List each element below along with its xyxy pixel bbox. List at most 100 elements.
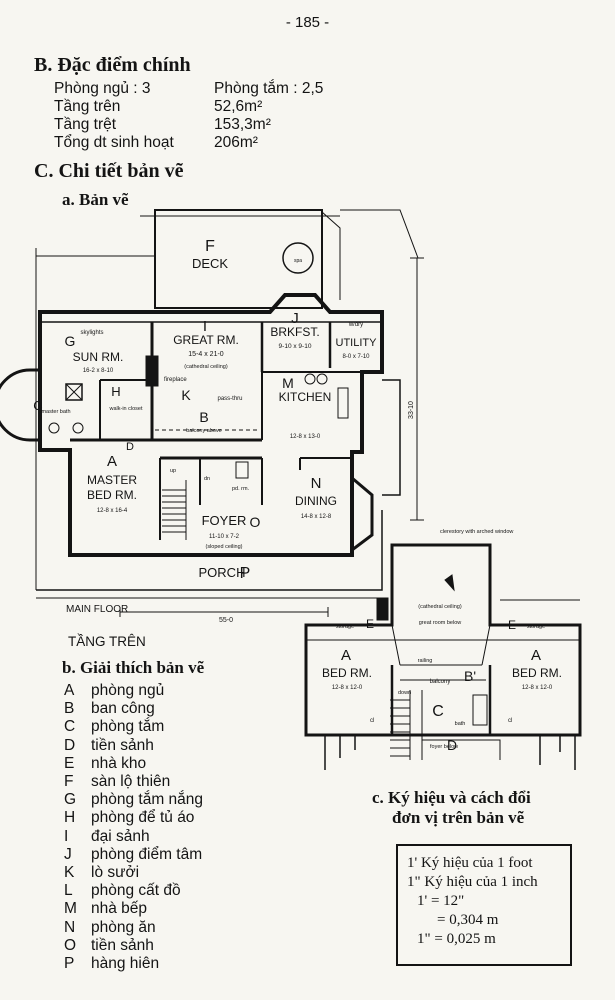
room-name-master: MASTER	[87, 473, 137, 487]
pdr-label: pd. rm.	[232, 486, 250, 492]
upper-fireplace-icon	[376, 597, 389, 621]
dim-depth: 33-10	[408, 401, 415, 419]
spec-label: Tổng dt sinh hoạt	[54, 134, 174, 151]
bed2-name: BED RM.	[512, 666, 562, 680]
room-name-deck: DECK	[192, 256, 228, 271]
units-title-1: c. Ký hiệu và cách đổi	[372, 788, 531, 807]
room-name-sun: SUN RM.	[73, 350, 124, 364]
room-letter-n: N	[311, 475, 322, 492]
fireplace-label: fireplace	[164, 377, 187, 383]
units-line: 1" Ký hiệu của 1 inch	[407, 874, 538, 890]
upper-floor-outline	[304, 543, 582, 737]
room-name-master-2: BED RM.	[87, 488, 137, 502]
room-letter-d-main: D	[126, 441, 134, 453]
stairs-up-label: up	[170, 468, 176, 474]
room-letter-c: C	[33, 398, 42, 413]
units-title-2: đơn vị trên bản vẽ	[392, 808, 525, 827]
room-note-great: (cathedral ceiling)	[184, 364, 228, 370]
upper-cathedral-label: (cathedral ceiling)	[418, 604, 462, 610]
hot-tub-label: spa	[294, 258, 302, 264]
room-letter-h: H	[111, 384, 120, 399]
room-letter-b: B	[199, 409, 208, 425]
main-floor-caption: MAIN FLOOR	[66, 604, 128, 615]
bed2-size: 12-8 x 12-0	[522, 685, 553, 691]
page-number: - 185 -	[285, 14, 330, 31]
walkin-label: walk-in closet	[108, 406, 142, 412]
room-note-foyer: (sloped ceiling)	[206, 544, 243, 550]
bed1-name: BED RM.	[322, 666, 372, 680]
main-floor-labels: F DECK spa I GREAT RM. 15-4 x 21-0 (cath…	[33, 238, 415, 624]
room-letter-j: J	[291, 310, 299, 327]
room-size-foyer: 11-10 x 7-2	[209, 534, 240, 540]
dn-label: dn	[204, 476, 210, 482]
room-name-kitchen: KITCHEN	[279, 390, 332, 404]
room-letter-o: O	[250, 514, 261, 530]
spec-value: 52,6m²	[214, 98, 263, 115]
room-size-sun: 16-2 x 8-10	[83, 368, 114, 374]
upper-floor-labels: clerestory with arched window (cathedral…	[322, 529, 562, 753]
section-c-title: C. Chi tiết bản vẽ	[34, 160, 184, 182]
room-letter-a: A	[107, 453, 117, 470]
balcony-label: balcony	[430, 679, 451, 685]
room-name-porch: PORCH	[199, 565, 246, 580]
section-b-title: B. Đặc điểm chính	[34, 54, 191, 76]
room-name-dining: DINING	[295, 494, 337, 508]
deck-outline	[154, 209, 323, 309]
spec-label: Tầng trên	[54, 98, 121, 115]
room-size-brkfst: 9-10 x 9-10	[279, 343, 312, 350]
storage-right: storage	[527, 624, 545, 630]
units-line: 1' Ký hiệu của 1 foot	[407, 855, 533, 871]
fireplace-icon	[145, 355, 159, 387]
bath-label: bath	[455, 721, 466, 727]
bed1-letter: A	[341, 647, 351, 664]
room-name-brkfst: BRKFST.	[270, 325, 319, 339]
room-size-kitchen: 12-8 x 13-0	[290, 434, 321, 440]
room-letter-m: M	[282, 375, 294, 391]
section-c-sub-a: a. Bản vẽ	[62, 190, 129, 209]
clerestory-label: clerestory with arched window	[440, 529, 513, 535]
room-letter-f: F	[205, 238, 215, 255]
great-below-label: great room below	[419, 620, 462, 626]
room-size-master: 12-8 x 16-4	[97, 508, 128, 514]
master-bath-label: master bath	[41, 409, 70, 415]
room-size-great: 15-4 x 21-0	[188, 351, 224, 358]
spec-label: Tầng trệt	[54, 116, 117, 133]
storage-left: storage	[336, 624, 354, 630]
room-name-foyer: FOYER	[202, 513, 247, 528]
room-letter-i: I	[203, 318, 207, 335]
room-letter-g: G	[65, 333, 76, 349]
upper-bath-letter: C	[432, 703, 444, 720]
room-name-utility: UTILITY	[336, 337, 378, 349]
units-box: 1' Ký hiệu của 1 foot 1" Ký hiệu của 1 i…	[396, 844, 572, 966]
legend-title: b. Giải thích bản vẽ	[62, 658, 205, 677]
skylights-label: skylights	[80, 330, 103, 336]
spec-value: 206m²	[214, 134, 258, 151]
upper-foyer-letter: D	[447, 737, 457, 753]
dim-width: 55-0	[219, 617, 233, 624]
passthru-label: pass-thru	[217, 396, 242, 402]
room-letter-p: P	[240, 565, 251, 582]
room-name-great: GREAT RM.	[173, 333, 239, 347]
spec-value: 153,3m²	[214, 116, 271, 133]
hot-tub-icon	[282, 242, 314, 274]
units-line: 1" = 0,025 m	[417, 931, 496, 947]
room-size-utility: 8-0 x 7-10	[342, 354, 370, 360]
spec-label: Phòng ngủ : 3	[54, 80, 151, 97]
letter-e-left: E	[366, 617, 374, 631]
bed2-letter: A	[531, 647, 541, 664]
railing-label: railing	[418, 658, 433, 664]
closet-label-left: cl	[370, 718, 374, 724]
